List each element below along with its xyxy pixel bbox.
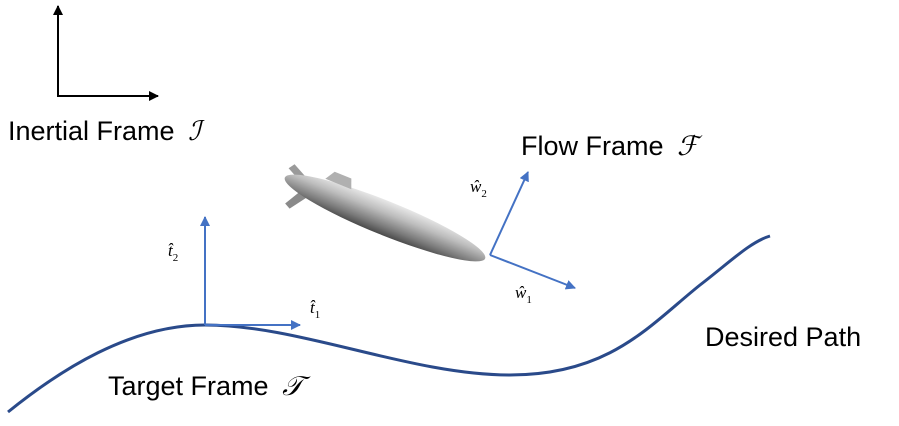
inertial-frame-axes [53,5,159,101]
target-frame-label: Target Frame 𝒯 [108,371,311,402]
w1-vector [489,254,576,290]
desired-path-label: Desired Path [705,322,861,352]
flow-frame-axes [489,171,576,290]
t2-label: t̂2 [168,241,178,264]
inertial-frame-label: Inertial Frame ℐ [8,116,205,147]
t1-label: t̂1 [310,298,320,321]
w2-label: ŵ2 [470,177,487,200]
w1-label: ŵ1 [515,283,532,306]
flow-frame-label: Flow Frame ℱ [521,131,703,162]
w2-vector [489,171,529,256]
submarine-image [284,164,486,262]
submarine-sail [325,171,352,190]
submarine-hull [284,174,486,262]
target-frame-axes [200,216,301,330]
desired-path-curve [7,234,771,414]
